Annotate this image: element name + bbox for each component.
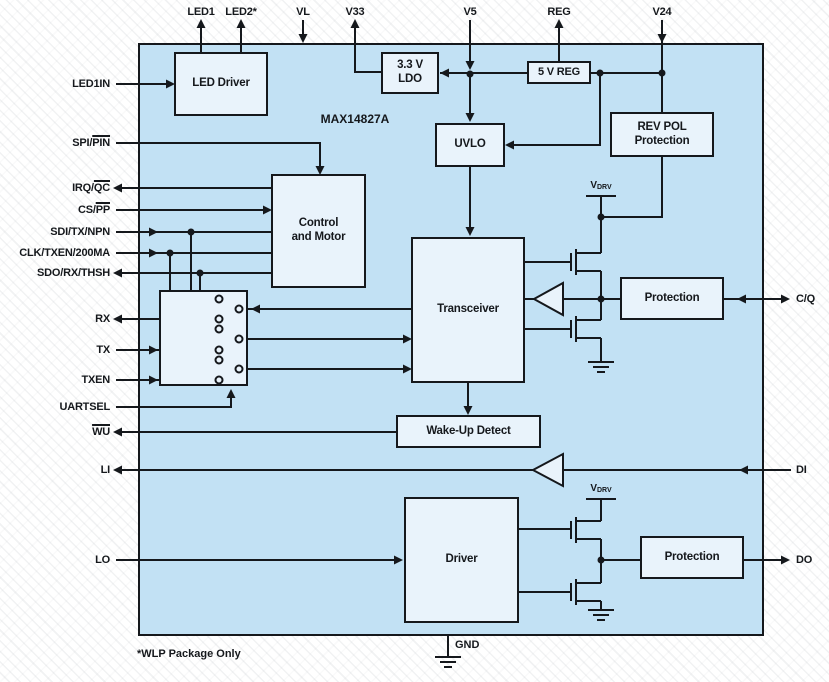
pin-label-wu: WU <box>92 426 110 438</box>
pin-label-v24: V24 <box>652 6 672 18</box>
cq-receiver-triangle-icon <box>531 281 564 317</box>
pin-label-gnd: GND <box>455 639 480 651</box>
pin-label-rx: RX <box>95 313 110 325</box>
protection-cq-box <box>620 277 724 320</box>
pin-label-txen: TXEN <box>81 374 110 386</box>
uvlo-box <box>435 123 505 167</box>
pin-label-clk-txen-200ma: CLK/TXEN/200MA <box>19 247 110 259</box>
pin-label-uartsel: UARTSEL <box>59 401 110 413</box>
vdrv-rail-label-driver: VDRV <box>590 483 612 494</box>
pin-label-do: DO <box>796 554 813 566</box>
pin-label-v33: V33 <box>345 6 365 18</box>
wake-up-detect-box <box>396 415 541 448</box>
block-boxes <box>159 52 744 623</box>
pin-label-v5: V5 <box>463 6 477 18</box>
wake-up-detect-label: Wake-Up Detect <box>426 424 511 437</box>
pin-label-cs-pp: CS/PP <box>77 204 110 216</box>
pin-label-di: DI <box>796 464 807 476</box>
protection-do-box <box>640 536 744 579</box>
pin-label-lo: LO <box>95 554 110 566</box>
switch-contacts <box>214 294 244 385</box>
protection-cq-label: Protection <box>644 291 700 304</box>
wlp-footnote: *WLP Package Only <box>137 648 241 660</box>
pin-label-reg: REG <box>547 6 571 18</box>
5v-reg-box <box>527 61 591 84</box>
pin-label-tx: TX <box>96 344 110 356</box>
chip-name-label: MAX14827A <box>320 112 390 126</box>
driver-label: Driver <box>445 553 478 566</box>
vdrv-rail-label-cq: VDRV <box>590 180 612 191</box>
pin-label-cq: C/Q <box>796 293 815 305</box>
pin-label-sdo-rx-thsh: SDO/RX/THSH <box>37 267 110 279</box>
control-and-motor-box <box>271 174 366 288</box>
ldo-box <box>381 52 439 94</box>
pin-label-sdi-tx-npn: SDI/TX/NPN <box>50 226 110 238</box>
led-driver-box <box>174 52 268 116</box>
rev-pol-protection-box <box>610 112 714 157</box>
pin-label-led1in: LED1IN <box>72 78 110 90</box>
pin-label-irq-qc: IRQ/QC <box>72 182 110 194</box>
driver-box <box>404 497 519 623</box>
protection-do-label: Protection <box>664 550 720 563</box>
pin-label-li: LI <box>100 464 111 476</box>
uvlo-label: UVLO <box>454 138 486 151</box>
receiver-amp-icons <box>530 281 564 488</box>
led-driver-label: LED Driver <box>192 77 250 90</box>
5v-reg-label: 5 V REG <box>537 65 580 78</box>
junction-dots <box>166 69 666 564</box>
pin-label-led2: LED2* <box>225 6 257 18</box>
transceiver-box <box>411 237 525 383</box>
pin-label-spi-pin: SPI/PIN <box>72 137 110 149</box>
transceiver-label: Transceiver <box>437 303 499 316</box>
pin-label-led1: LED1 <box>187 6 215 18</box>
uart-switch-box <box>159 290 248 386</box>
di-receiver-triangle-icon <box>530 452 564 488</box>
pin-label-vl: VL <box>296 6 310 18</box>
